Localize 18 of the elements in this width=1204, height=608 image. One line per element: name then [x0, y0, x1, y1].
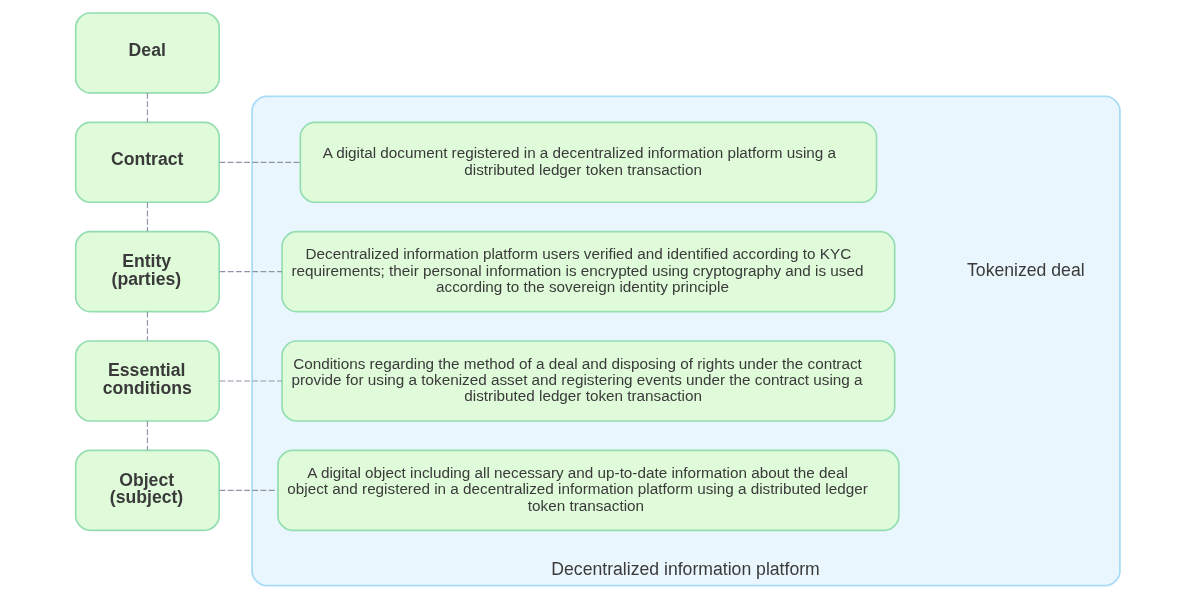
node-box: A digital document registered in a decentralized information platform using a distributed ledger token transaction: [298, 121, 877, 204]
connector: [146, 311, 148, 342]
label: Tokenized deal: [966, 259, 1085, 280]
node-box: Deal: [74, 12, 220, 94]
node-box: Contract: [74, 121, 220, 204]
connector: [218, 380, 283, 382]
node-box: Decentralized information platform users verified and identified according to KYC requirements; their personal information is encrypted using cryptography and is used according to the sovereign identity principle: [280, 230, 896, 313]
connector: [146, 201, 148, 233]
node-box: Essential conditions: [74, 340, 220, 422]
connector: [218, 271, 283, 273]
connector: [218, 489, 278, 491]
node-box: Object (subject): [74, 449, 220, 532]
connector: [218, 161, 301, 163]
connector: [146, 420, 148, 451]
node-box: Entity (parties): [74, 230, 220, 313]
node-box: Conditions regarding the method of a deal and disposing of rights under the contract provide for using a tokenized asset and registering events under the contract using a distributed ledger token transaction: [280, 340, 896, 422]
node-box: A digital object including all necessary and up-to-date information about the deal object and registered in a decentralized information platform using a distributed ledger token transaction: [276, 449, 900, 532]
connector: [146, 92, 148, 123]
